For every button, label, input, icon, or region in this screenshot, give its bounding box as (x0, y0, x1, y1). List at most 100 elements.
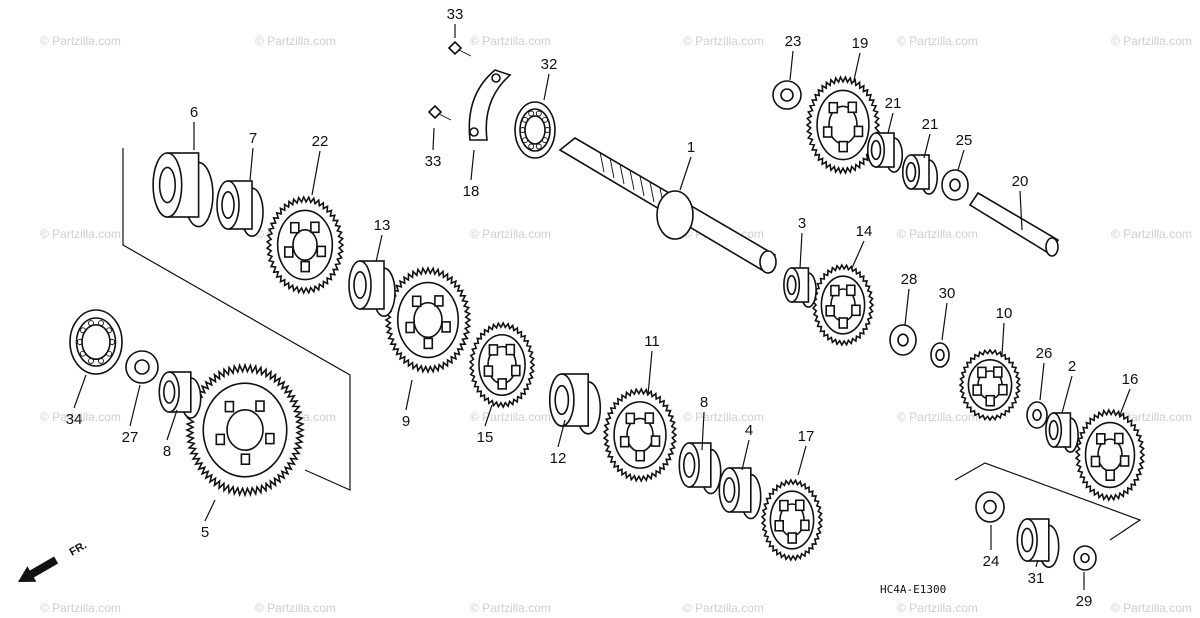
leader-line (484, 404, 493, 427)
watermark-text: © Partzilla.com (40, 227, 121, 241)
watermark-text: © Partzilla.com (1111, 34, 1192, 48)
leader-line (204, 499, 216, 522)
parts-layer (69, 40, 1146, 571)
collar-21b (901, 154, 939, 195)
callout-label: 27 (122, 429, 139, 446)
washer-26 (1026, 401, 1048, 429)
leader-line (941, 302, 948, 341)
front-direction-arrow-icon (18, 556, 59, 582)
collar-3 (783, 267, 817, 308)
leader-line (701, 411, 705, 451)
callout-label: 6 (190, 104, 198, 121)
leader-lines (73, 24, 1131, 590)
leader-line (904, 288, 910, 326)
right-assembly-frame (954, 462, 1142, 541)
watermark-text: © Partzilla.com (470, 601, 551, 615)
watermark-text: © Partzilla.com (1111, 227, 1192, 241)
hub-6 (152, 152, 214, 228)
callout-label: 4 (745, 422, 753, 439)
leader-line (129, 384, 141, 427)
leader-line (957, 149, 965, 171)
washer-29 (1073, 545, 1097, 571)
watermark-text: © Partzilla.com (470, 227, 551, 241)
leader-line (799, 232, 803, 269)
callout-label: 10 (996, 305, 1013, 322)
snap-ring-30 (930, 342, 950, 368)
bushing-12 (548, 373, 602, 435)
callout-label: 29 (1076, 593, 1093, 610)
leader-line (1019, 190, 1023, 231)
callout-label: 33 (447, 6, 464, 23)
gear-14 (811, 263, 875, 347)
callout-label: 26 (1036, 345, 1053, 362)
collar-13 (348, 260, 396, 318)
washer-27 (125, 350, 159, 384)
callout-label: 30 (939, 285, 956, 302)
gear-10 (958, 348, 1022, 422)
bearing-32 (514, 101, 556, 159)
leader-line (1119, 388, 1131, 416)
watermark-text: © Partzilla.com (897, 34, 978, 48)
leader-line (166, 409, 178, 441)
watermark-text: © Partzilla.com (470, 410, 551, 424)
bearing-34 (69, 309, 123, 375)
washer-24 (975, 491, 1005, 523)
leader-line (73, 374, 87, 409)
leader-line (470, 149, 475, 181)
callout-label: 11 (644, 333, 660, 350)
callout-label: 17 (798, 428, 815, 445)
gear-17 (760, 478, 824, 562)
callout-label: 9 (402, 413, 410, 430)
callout-label: 21 (885, 95, 902, 112)
leader-line (647, 350, 653, 396)
watermark-text: © Partzilla.com (470, 34, 551, 48)
watermark-text: © Partzilla.com (897, 410, 978, 424)
callout-label: 8 (700, 394, 708, 411)
watermark-text: © Partzilla.com (255, 601, 336, 615)
collar-2 (1045, 412, 1079, 453)
gear-11 (602, 387, 678, 483)
callout-label: 14 (856, 223, 873, 240)
washer-23 (772, 80, 802, 110)
leader-line (311, 150, 321, 196)
callout-label: 20 (1012, 173, 1029, 190)
needle-bearing-31 (1016, 518, 1060, 569)
watermark-text: © Partzilla.com (255, 34, 336, 48)
leader-line (432, 127, 435, 151)
left-assembly-frame (122, 148, 351, 491)
callout-label: 25 (956, 132, 973, 149)
leader-line (853, 52, 861, 81)
leader-line (789, 50, 794, 81)
callout-label: 31 (1028, 570, 1045, 587)
needle-bearing-7 (216, 180, 264, 237)
leader-line (405, 379, 413, 411)
washer-25 (941, 169, 969, 201)
leader-line (1001, 322, 1005, 356)
mainshaft-1 (558, 137, 777, 274)
callout-label: 2 (1068, 358, 1076, 375)
direction-label: FR. (68, 539, 89, 558)
callout-label: 24 (983, 553, 1000, 570)
watermark-text: © Partzilla.com (897, 601, 978, 615)
callout-label: 15 (477, 429, 494, 446)
watermark-text: © Partzilla.com (683, 601, 764, 615)
gear-22 (265, 195, 345, 295)
callout-label: 22 (312, 133, 329, 150)
callout-label: 33 (425, 153, 442, 170)
leader-line (851, 240, 865, 269)
callout-label: 28 (901, 271, 918, 288)
leader-line (1061, 375, 1073, 414)
leader-line (1039, 362, 1045, 401)
callout-label: 23 (785, 33, 802, 50)
assembly-frames (122, 148, 1142, 541)
callout-label: 8 (163, 443, 171, 460)
callout-label: 13 (374, 217, 391, 234)
bearing-stopper-plate-18 (468, 69, 512, 141)
callout-label: 5 (201, 524, 209, 541)
leader-line (887, 112, 894, 134)
gear-9 (384, 265, 472, 375)
leader-line (557, 419, 566, 448)
callout-label: 12 (550, 450, 567, 467)
callout-label: 34 (66, 411, 83, 428)
